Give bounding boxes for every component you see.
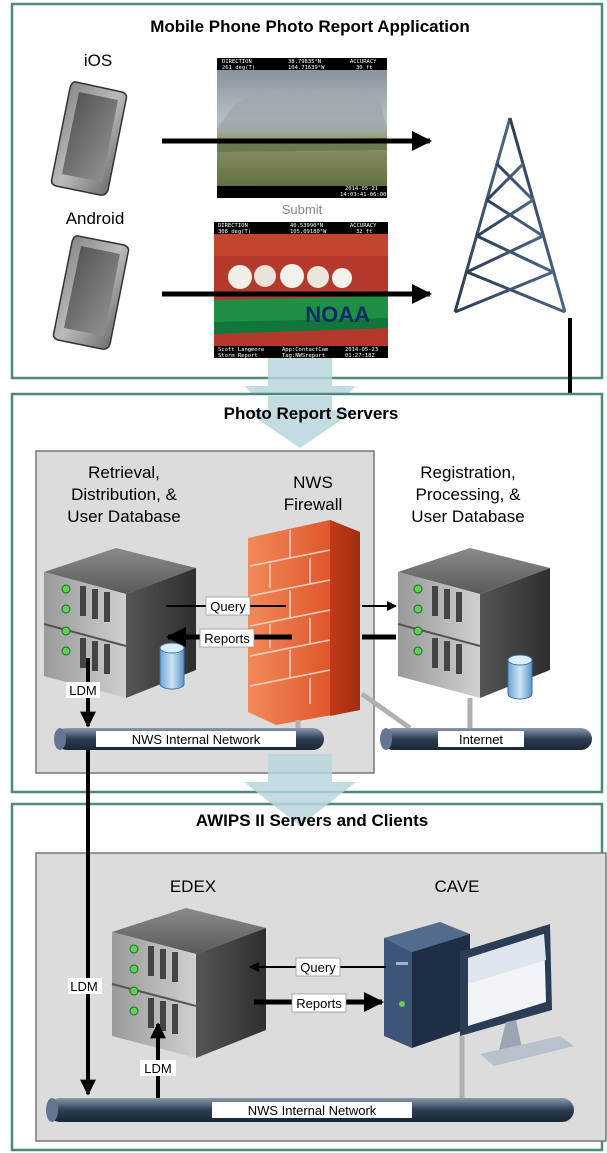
- photo2-app: App:ContactCam: [282, 347, 329, 353]
- servers-ldm-label: LDM: [69, 683, 96, 698]
- photo2-coords-value: 105.09180°W: [290, 229, 327, 235]
- noaa-brand: NOAA: [305, 302, 370, 327]
- photo2-accuracy-label: ACCURACY: [350, 223, 377, 229]
- photo1-accuracy-value: 30 ft: [356, 65, 373, 71]
- ios-label: iOS: [84, 51, 112, 70]
- cave-label: CAVE: [434, 877, 479, 896]
- registration-database-icon: [507, 654, 533, 700]
- awips-reports-label: Reports: [296, 996, 342, 1011]
- nws-internal-network-pipe-bottom: [46, 1098, 574, 1122]
- retrieval-label-line3: User Database: [67, 507, 180, 526]
- android-phone-icon: [52, 235, 130, 350]
- funnel-arrow-2: [244, 754, 356, 826]
- firewall-label-line2: Firewall: [284, 495, 343, 514]
- edex-server-icon: [111, 908, 266, 1058]
- photo1-direction-value: 261 deg(T): [222, 65, 255, 71]
- retrieval-label-line2: Distribution, &: [71, 485, 177, 504]
- storm-photo: [217, 58, 387, 198]
- photo1-time: 14:03:41-06:00: [340, 192, 386, 198]
- registration-label-line3: User Database: [411, 507, 524, 526]
- photo2-tag: Tag:NWSreport: [282, 353, 325, 359]
- photo1-coords-label: 38.79835°N: [288, 59, 321, 65]
- nws-internal-network-pipe-top: [54, 728, 324, 750]
- photo2-author: Scott Langmore: [218, 347, 264, 353]
- cell-tower-icon: [453, 112, 567, 314]
- firewall-icon: [248, 520, 360, 725]
- registration-label-line2: Processing, &: [416, 485, 522, 504]
- registration-label-line1: Registration,: [420, 463, 515, 482]
- photo2-date: 2014-05-23: [345, 347, 378, 353]
- nws-internal-network-label-top: NWS Internal Network: [132, 732, 261, 747]
- photo2-report: Storm Report: [218, 353, 258, 359]
- servers-section-title: Photo Report Servers: [224, 404, 399, 423]
- photo1-direction-label: DIRECTION: [222, 59, 252, 65]
- retrieval-database-icon: [159, 642, 185, 690]
- edex-label: EDEX: [170, 877, 216, 896]
- internet-label: Internet: [459, 732, 503, 747]
- photo1-date: 2014-05-21: [345, 186, 378, 192]
- retrieval-label-line1: Retrieval,: [88, 463, 160, 482]
- servers-reports-label: Reports: [204, 631, 250, 646]
- servers-query-label: Query: [210, 599, 246, 614]
- awips-query-label: Query: [300, 960, 336, 975]
- photo2-direction-value: 308 deg(T): [218, 229, 251, 235]
- photo1-accuracy-label: ACCURACY: [350, 59, 377, 65]
- nws-internal-network-label-bottom: NWS Internal Network: [248, 1103, 377, 1118]
- awips-ldm-up-label: LDM: [144, 1061, 171, 1076]
- network-connectors: [295, 691, 473, 731]
- hail-photo: [214, 222, 388, 358]
- photo2-accuracy-value: 32 ft: [356, 229, 373, 235]
- awips-ldm-label: LDM: [70, 979, 97, 994]
- android-label: Android: [66, 209, 125, 228]
- submit-label: Submit: [282, 202, 323, 217]
- photo2-direction-label: DIRECTION: [218, 223, 248, 229]
- cave-workstation-icon: [384, 922, 574, 1066]
- internet-pipe: [380, 728, 592, 750]
- photo1-coords-value: 104.71639°W: [288, 65, 325, 71]
- ios-phone-icon: [50, 81, 128, 196]
- photo2-time: 01:27:18Z: [345, 353, 375, 359]
- awips-section-title: AWIPS II Servers and Clients: [196, 811, 428, 830]
- mobile-section-title: Mobile Phone Photo Report Application: [150, 17, 470, 36]
- firewall-label-line1: NWS: [293, 473, 333, 492]
- photo2-coords-label: 40.53990°N: [290, 223, 323, 229]
